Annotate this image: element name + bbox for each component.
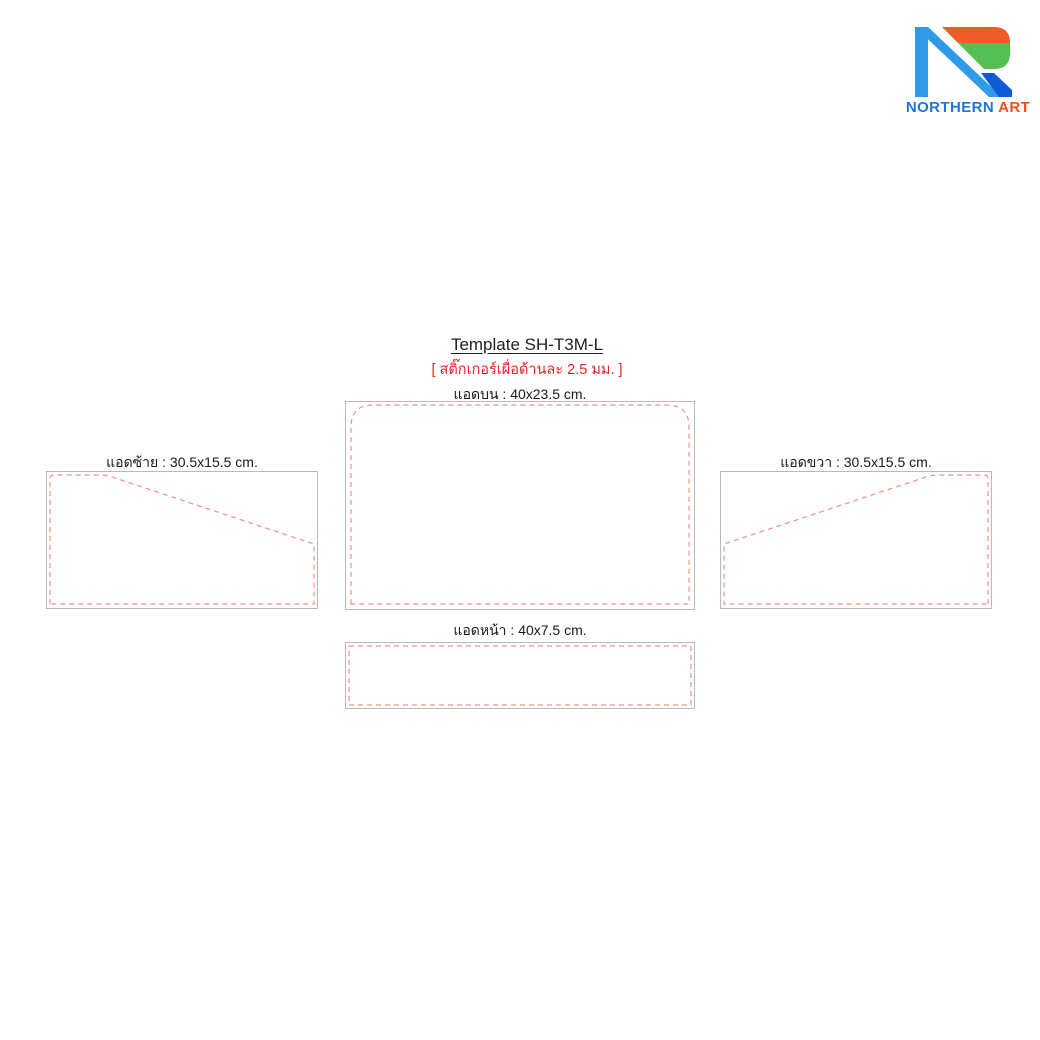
label-right-panel: แอดขวา : 30.5x15.5 cm. [780, 454, 932, 470]
cutline-right-icon [723, 474, 989, 605]
nr-monogram-icon [915, 27, 1012, 97]
panel-right [720, 471, 992, 609]
cutline-left-icon [49, 474, 315, 605]
label-front-panel: แอดหน้า : 40x7.5 cm. [453, 622, 587, 638]
wordmark-art: ART [998, 99, 1031, 116]
cutline-front-icon [348, 645, 692, 706]
cutline-top-icon [350, 404, 690, 605]
logo-wordmark: NORTHERN ART [903, 99, 1033, 116]
label-left-panel: แอดซ้าย : 30.5x15.5 cm. [106, 454, 258, 470]
panel-left [46, 471, 318, 609]
bleed-note: [ สติ๊กเกอร์เผื่อด้านละ 2.5 มม. ] [431, 362, 623, 378]
label-top-panel: แอดบน : 40x23.5 cm. [453, 386, 587, 402]
northern-art-logo: NORTHERN ART [903, 25, 1033, 120]
page-title: Template SH-T3M-L [450, 335, 604, 354]
wordmark-northern: NORTHERN [905, 99, 995, 116]
panel-top [345, 401, 695, 610]
panel-front [345, 642, 695, 709]
